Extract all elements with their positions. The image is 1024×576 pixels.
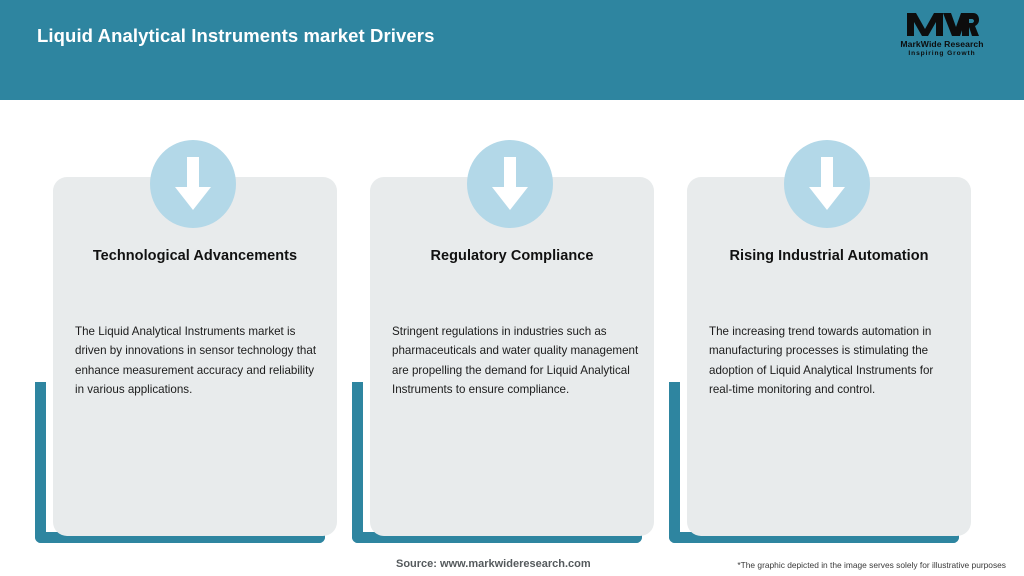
logo-company-name: MarkWide Research: [900, 39, 984, 49]
driver-card[interactable]: Technological Advancements The Liquid An…: [53, 177, 337, 536]
brand-logo: MarkWide Research Inspiring Growth: [882, 10, 1002, 68]
driver-card[interactable]: Rising Industrial Automation The increas…: [687, 177, 971, 536]
driver-card-body: Stringent regulations in industries such…: [392, 325, 639, 396]
driver-card[interactable]: Regulatory Compliance Stringent regulati…: [370, 177, 654, 536]
arrow-down-icon: [467, 140, 553, 228]
driver-card-body: The increasing trend towards automation …: [709, 325, 934, 396]
header-band: [0, 0, 1024, 100]
logo-tagline: Inspiring Growth: [908, 50, 976, 57]
arrow-down-icon: [150, 140, 236, 228]
driver-card-title: Technological Advancements: [92, 248, 298, 264]
page-title: Liquid Analytical Instruments market Dri…: [37, 25, 435, 46]
driver-card-group-1: Technological Advancements The Liquid An…: [0, 0, 337, 576]
logo-mark-icon: [882, 10, 1002, 38]
driver-card-group-3: Rising Industrial Automation The increas…: [634, 0, 971, 576]
driver-card-body: The Liquid Analytical Instruments market…: [75, 325, 317, 396]
driver-card-group-2: Regulatory Compliance Stringent regulati…: [317, 0, 654, 576]
driver-card-title: Regulatory Compliance: [430, 248, 594, 264]
footer-disclaimer-text: *The graphic depicted in the image serve…: [737, 560, 1006, 570]
footer-source-text: Source: www.markwideresearch.com: [396, 558, 591, 570]
driver-card-title: Rising Industrial Automation: [729, 248, 929, 264]
arrow-down-icon: [784, 140, 870, 228]
